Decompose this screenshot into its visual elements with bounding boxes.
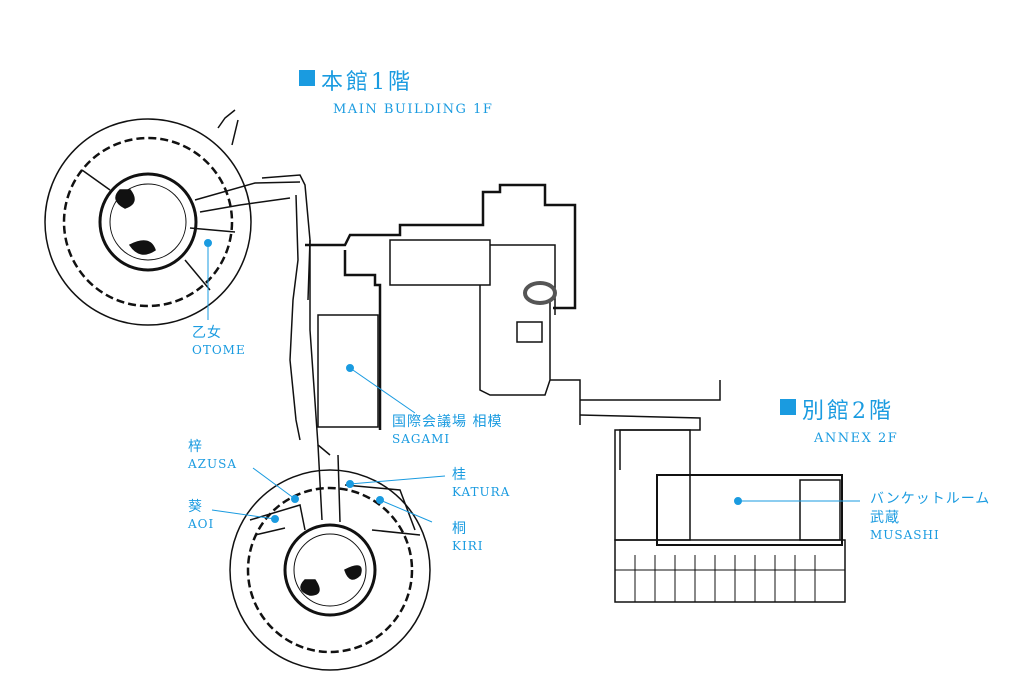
leader-otome [204,239,212,320]
leader-aoi [211,509,279,523]
annex-building [614,429,846,603]
room-en: AOI [188,517,215,531]
room-jp: バンケットルーム [870,491,991,507]
corridor [261,174,331,456]
room-label-musashi[interactable]: バンケットルーム 武蔵 MUSASHI [870,492,990,541]
room-label-sagami[interactable]: 国際会議場 相模 SAGAMI [392,415,502,445]
leader-sagami [346,364,416,414]
room-label-katura[interactable]: 桂 KATURA [452,468,510,498]
leader-kiri [376,496,433,523]
room-en: SAGAMI [392,432,451,446]
room-jp: 桐 [452,521,467,537]
room-label-otome[interactable]: 乙女 OTOME [192,326,246,356]
room-label-azusa[interactable]: 梓 AZUSA [188,440,237,470]
room-jp: 梓 [188,439,203,455]
room-label-kiri[interactable]: 桐 KIRI [452,522,483,552]
main-building-title-en: MAIN BUILDING 1F [333,102,494,117]
main-building-heading: 本館1階 MAIN BUILDING 1F [299,64,493,117]
otome-rotunda [44,109,301,326]
room-en: AZUSA [188,457,238,471]
room-en: KIRI [452,539,484,553]
annex-title-en: ANNEX 2F [814,431,899,446]
main-building-outline [305,183,581,430]
south-rotunda [229,444,431,671]
annex-heading: 別館2階 ANNEX 2F [780,393,898,446]
square-icon [299,70,315,86]
room-jp2: 武蔵 [870,510,900,526]
leader-azusa [252,467,299,503]
leader-katura [346,475,446,488]
annex-title-jp: 別館2階 [802,399,894,424]
square-icon [780,399,796,415]
room-jp: 国際会議場 相模 [392,414,503,430]
annex-connector [579,380,721,470]
leader-musashi [734,497,860,505]
room-en: MUSASHI [870,528,940,542]
room-label-aoi[interactable]: 葵 AOI [188,500,214,530]
room-en: KATURA [452,485,511,499]
room-jp: 葵 [188,499,203,515]
room-jp: 桂 [452,467,467,483]
room-jp: 乙女 [192,325,222,341]
room-en: OTOME [192,343,246,357]
main-building-title-jp: 本館1階 [321,70,413,95]
